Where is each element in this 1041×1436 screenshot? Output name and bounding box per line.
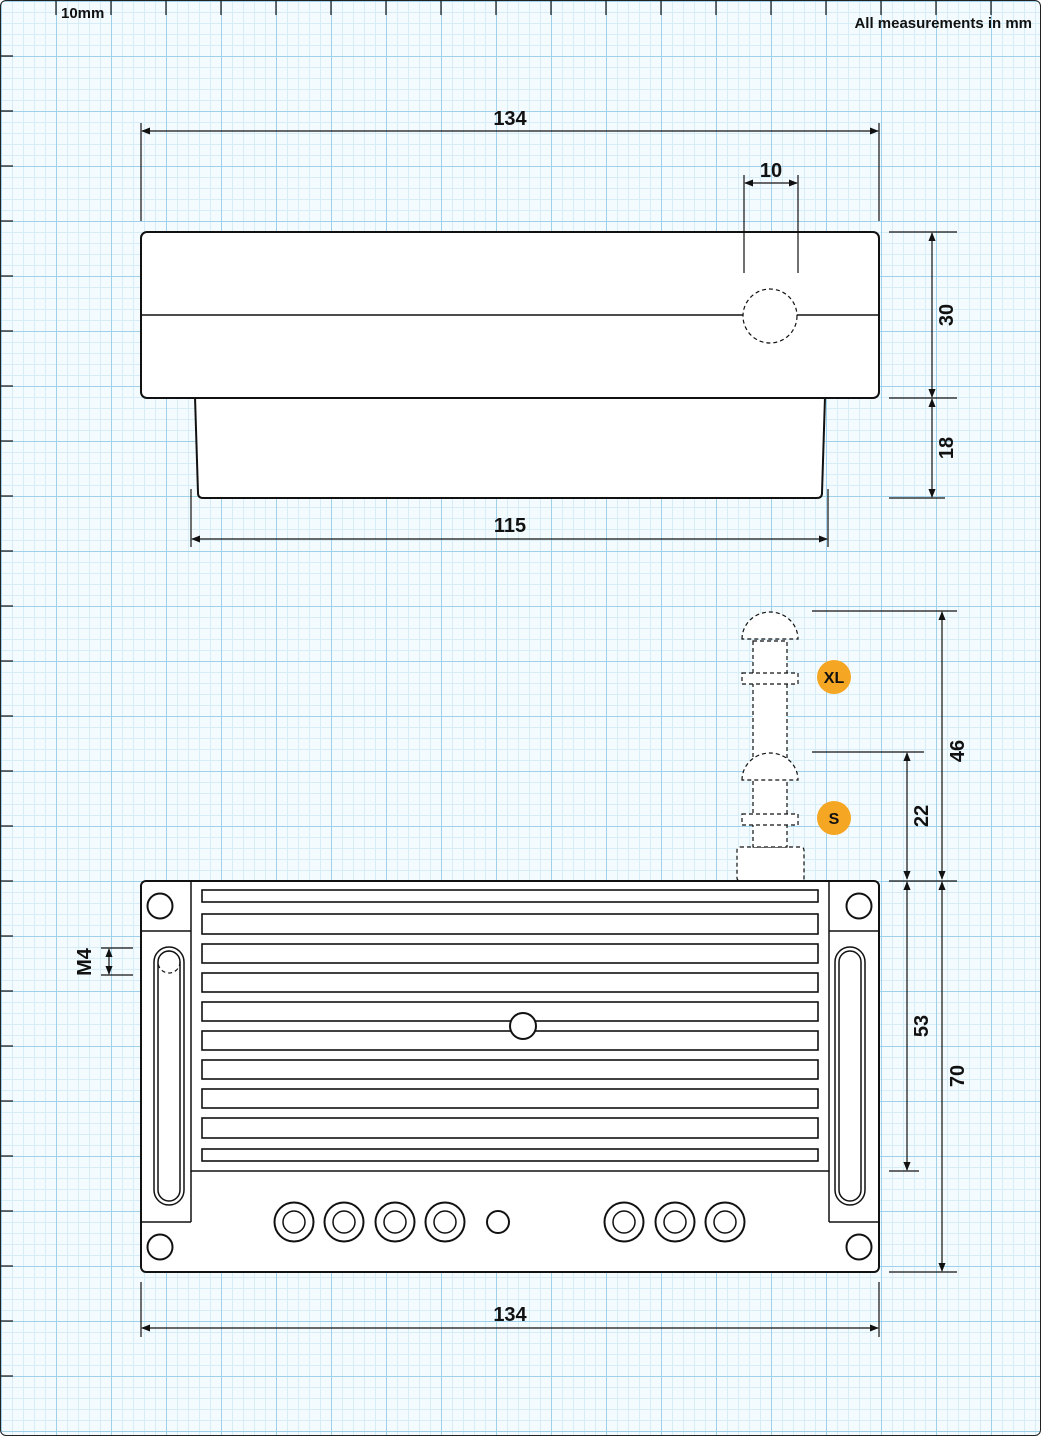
corner-hole [845, 1233, 873, 1261]
connector-port [704, 1201, 746, 1243]
connector-port [323, 1201, 365, 1243]
dimension-width-bottom-label: 115 [494, 515, 526, 537]
dimension-height-total-label: 70 [947, 1065, 969, 1087]
dimension-antenna-xl-label: 46 [947, 740, 969, 762]
units-note: All measurements in mm [854, 15, 1032, 32]
side-view: 134 10 30 18 115 [140, 108, 958, 547]
connector-port-inner [713, 1210, 737, 1234]
corner-hole [146, 1233, 174, 1261]
cooling-fin [201, 1030, 819, 1051]
connector-port [273, 1201, 315, 1243]
cooling-fin [201, 889, 819, 903]
corner-hole [146, 892, 174, 920]
side-view-lower-body [193, 396, 827, 499]
cooling-fin [201, 1088, 819, 1109]
dimension-width-top-label: 134 [493, 108, 527, 130]
cooling-fin [201, 1148, 819, 1162]
antenna: XL S 46 22 [736, 610, 969, 882]
antenna-base [736, 846, 805, 882]
left-ruler-ticks [1, 55, 13, 1377]
fin-panel [190, 880, 830, 1172]
connector-port-inner [663, 1210, 687, 1234]
mount-slot-right-inner [838, 950, 862, 1202]
connector-port-inner [383, 1210, 407, 1234]
cooling-fin [201, 972, 819, 993]
connector-port [374, 1201, 416, 1243]
connector-port [654, 1201, 696, 1243]
top-view: M4 53 70 134 [74, 880, 969, 1337]
dimension-antenna-s-label: 22 [911, 805, 933, 827]
badge-s [817, 801, 851, 835]
connector-port-inner [612, 1210, 636, 1234]
badge-s-label: S [829, 811, 840, 828]
connector-port-inner [332, 1210, 356, 1234]
cooling-fin [201, 943, 819, 964]
dimension-height-inner-label: 53 [911, 1015, 933, 1037]
connector-port-inner [433, 1210, 457, 1234]
badge-xl [817, 660, 851, 694]
status-led [486, 1210, 510, 1234]
dimension-width-label: 134 [493, 1304, 527, 1326]
mount-bolt-m4 [157, 950, 181, 974]
mount-slot-right [834, 946, 866, 1206]
antenna-collar-xl [741, 672, 799, 685]
antenna-collar-s [741, 813, 799, 826]
connector-port [603, 1201, 645, 1243]
scale-label: 10mm [61, 5, 104, 22]
side-view-hole [742, 288, 798, 344]
dimension-hole-label: 10 [760, 160, 782, 182]
cooling-fin [201, 1001, 819, 1022]
dimension-height-upper-label: 30 [936, 304, 958, 326]
connector-port [424, 1201, 466, 1243]
center-screw [509, 1012, 537, 1040]
mount-slot-left [153, 946, 185, 1206]
dimension-height-lower-label: 18 [936, 437, 958, 459]
connector-port-inner [282, 1210, 306, 1234]
badge-xl-label: XL [824, 670, 845, 687]
corner-hole [845, 892, 873, 920]
top-ruler-ticks [55, 1, 992, 15]
cooling-fin [201, 1059, 819, 1080]
antenna-cap-xl [741, 611, 799, 640]
cooling-fin [201, 1117, 819, 1139]
antenna-cap-s [741, 752, 799, 781]
cooling-fin [201, 913, 819, 935]
dimension-mount-thread-label: M4 [74, 947, 96, 976]
